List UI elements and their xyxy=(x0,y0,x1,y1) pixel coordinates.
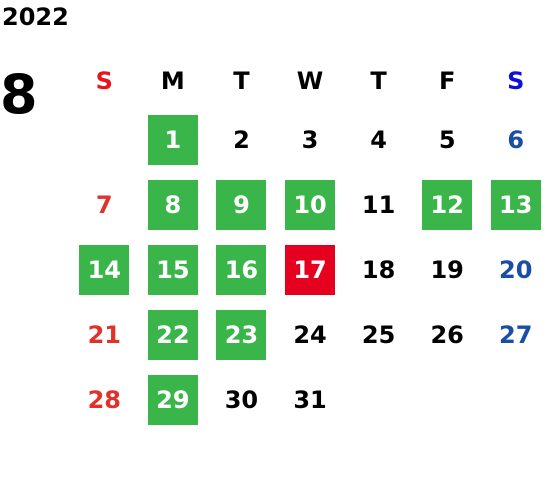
day-cell xyxy=(491,375,541,425)
day-cell: 27 xyxy=(499,320,533,349)
day-cell: 22 xyxy=(147,309,198,360)
day-cell: 6 xyxy=(507,125,525,154)
day-cell: 9 xyxy=(216,179,267,230)
day-cell: 3 xyxy=(301,125,319,154)
weekday-header-row: S M T W T F S xyxy=(70,55,548,107)
day-cell: 13 xyxy=(490,179,541,230)
day-cell: 5 xyxy=(438,125,456,154)
day-cell: 21 xyxy=(87,320,121,349)
day-cell: 4 xyxy=(370,125,387,154)
day-cell xyxy=(354,375,404,425)
weekday-sunday: S xyxy=(95,67,113,95)
day-cell: 20 xyxy=(499,255,533,284)
day-cell: 17 xyxy=(285,244,336,295)
week-row: 1 2 3 4 5 6 xyxy=(70,107,548,172)
day-cell: 1 xyxy=(147,114,198,165)
calendar-month: 8 xyxy=(0,63,38,126)
day-cell: 23 xyxy=(216,309,267,360)
day-cell: 31 xyxy=(293,385,327,414)
day-cell: 11 xyxy=(361,190,396,219)
weekday-tuesday: T xyxy=(233,67,250,95)
week-row: 28 29 30 31 xyxy=(70,367,548,432)
calendar-year: 2022 xyxy=(2,3,69,31)
day-cell: 8 xyxy=(147,179,198,230)
day-cell: 12 xyxy=(422,179,473,230)
day-cell: 2 xyxy=(233,125,250,154)
day-cell: 29 xyxy=(147,374,198,425)
day-cell xyxy=(79,115,129,165)
day-cell: 24 xyxy=(293,320,327,349)
day-cell: 14 xyxy=(79,244,130,295)
day-cell: 25 xyxy=(361,320,396,349)
day-cell: 19 xyxy=(430,255,464,284)
weekday-saturday: S xyxy=(507,67,525,95)
day-cell xyxy=(422,375,472,425)
day-cell: 26 xyxy=(430,320,464,349)
day-cell: 28 xyxy=(87,385,121,414)
day-cell: 16 xyxy=(216,244,267,295)
week-row: 21 22 23 24 25 26 27 xyxy=(70,302,548,367)
day-cell: 18 xyxy=(361,255,396,284)
weekday-friday: F xyxy=(438,67,456,95)
day-cell: 10 xyxy=(285,179,336,230)
weekday-monday: M xyxy=(160,67,185,95)
week-row: 14 15 16 17 18 19 20 xyxy=(70,237,548,302)
day-cell: 15 xyxy=(147,244,198,295)
day-cell: 7 xyxy=(95,190,113,219)
weekday-wednesday: W xyxy=(296,67,324,95)
day-cell: 30 xyxy=(224,385,259,414)
weekday-thursday: T xyxy=(370,67,387,95)
